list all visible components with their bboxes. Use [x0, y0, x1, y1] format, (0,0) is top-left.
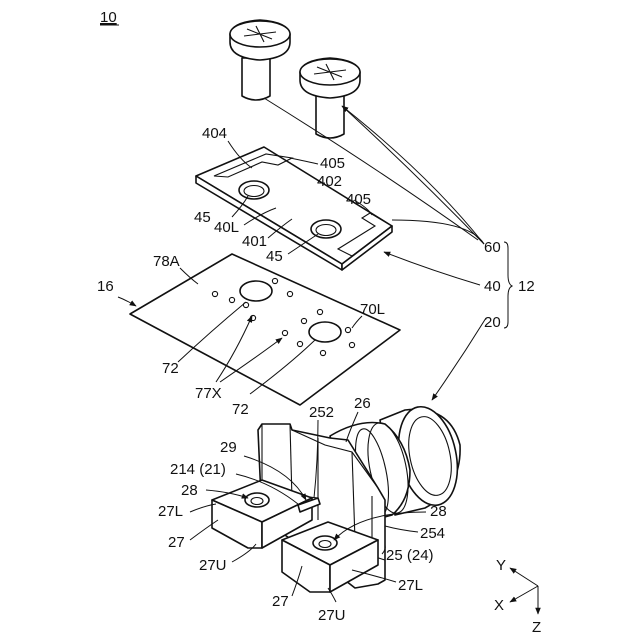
- label-401: 401: [242, 233, 267, 250]
- label-60: 60: [484, 239, 501, 256]
- label-40L: 40L: [214, 219, 239, 236]
- label-27U-left: 27U: [199, 557, 227, 574]
- coordinate-axes: Y X Z: [494, 557, 541, 636]
- label-26: 26: [354, 395, 371, 412]
- screw-left: [230, 20, 290, 100]
- label-78A: 78A: [153, 253, 180, 270]
- label-29: 29: [220, 439, 237, 456]
- label-45-right: 45: [266, 248, 283, 265]
- label-27L-bottom: 27L: [398, 577, 423, 594]
- label-404: 404: [202, 125, 227, 142]
- label-402: 402: [317, 173, 342, 190]
- figure-ref-label: 10: [100, 9, 117, 26]
- label-45-left: 45: [194, 209, 211, 226]
- label-70L: 70L: [360, 301, 385, 318]
- axis-z-label: Z: [532, 619, 541, 636]
- label-27-left: 27: [168, 534, 185, 551]
- axis-y-label: Y: [496, 557, 506, 574]
- label-214-21: 214 (21): [170, 461, 226, 478]
- label-16: 16: [97, 278, 114, 295]
- label-40: 40: [484, 278, 501, 295]
- axis-x-label: X: [494, 597, 504, 614]
- label-252: 252: [309, 404, 334, 421]
- label-27-bottom: 27: [272, 593, 289, 610]
- label-27U-bottom: 27U: [318, 607, 346, 624]
- label-28-right: 28: [430, 503, 447, 520]
- label-72-right: 72: [232, 401, 249, 418]
- plate-40: [196, 147, 392, 270]
- label-405-top: 405: [320, 155, 345, 172]
- label-77X: 77X: [195, 385, 222, 402]
- label-25-24: 25 (24): [386, 547, 434, 564]
- label-20: 20: [484, 314, 501, 331]
- label-28-left: 28: [181, 482, 198, 499]
- label-405-right: 405: [346, 191, 371, 208]
- label-254: 254: [420, 525, 445, 542]
- label-72-left: 72: [162, 360, 179, 377]
- label-12: 12: [518, 278, 535, 295]
- label-27L-left: 27L: [158, 503, 183, 520]
